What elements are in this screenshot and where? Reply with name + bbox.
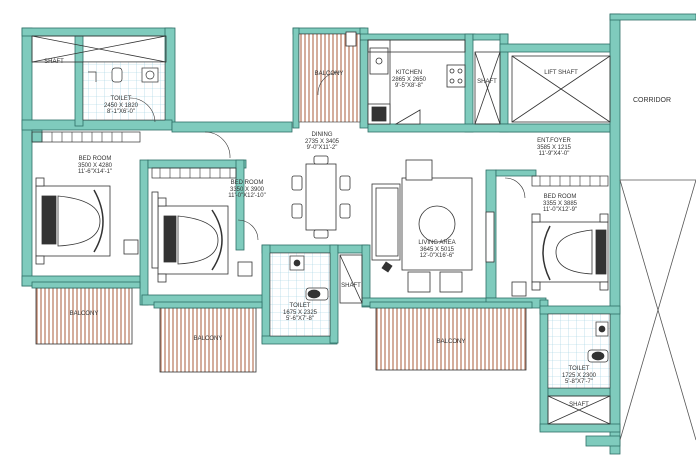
toilet1-imperial: 8'-1"X6'-0" xyxy=(107,109,135,116)
bedroom3-imperial: 11'-0"X12'-9" xyxy=(542,207,578,214)
balcony1-label: BALCONY xyxy=(69,311,99,317)
bedroom3-name: BED ROOM xyxy=(543,194,577,200)
toilet1-label: TOILET 2450 X 1820 8'-1"X6'-0" xyxy=(104,96,138,116)
bedroom3-dims: 3355 X 3885 xyxy=(542,200,578,207)
toilet2-imperial: 5'-6"X7'-8" xyxy=(286,316,314,323)
dining-dims: 2735 X 3405 xyxy=(304,138,340,145)
shaft-center xyxy=(474,51,501,125)
balcony2-label: BALCONY xyxy=(193,336,223,342)
dining-label: DINING 2735 X 3405 9'-0"X11'-2" xyxy=(305,132,339,152)
corridor-label: CORRIDOR xyxy=(632,97,672,104)
living-label: LIVING AREA 3645 X 5015 12'-0"X16'-6" xyxy=(418,240,455,260)
bed-1 xyxy=(35,177,139,265)
living-furniture xyxy=(371,159,473,293)
wardrobe-hatch xyxy=(41,132,601,186)
shaft-center-label: SHAFT xyxy=(477,79,497,85)
bed-2 xyxy=(151,191,253,283)
corridor-lines xyxy=(619,179,696,441)
bedroom2-name: BED ROOM xyxy=(230,180,264,186)
bedroom2-imperial: 11'-0"X12'-10" xyxy=(228,193,266,200)
bedroom1-imperial: 11'-6"X14'-1" xyxy=(77,169,113,176)
shaft-br-label: SHAFT xyxy=(569,402,589,408)
toilet3-fixtures xyxy=(587,321,609,363)
toilet2-name: TOILET xyxy=(289,303,311,309)
balcony-kitchen-label: BALCONY xyxy=(314,71,344,77)
kitchen-name: KITCHEN xyxy=(395,70,423,76)
toilet3-name: TOILET xyxy=(568,366,590,372)
toilet1-dims: 2450 X 1820 xyxy=(103,102,139,109)
living-imperial: 12'-0"X16'-6" xyxy=(419,253,455,260)
toilet3-dims: 1725 X 2300 xyxy=(561,372,597,379)
living-name: LIVING AREA xyxy=(418,240,456,246)
dining-imperial: 9'-0"X11'-2" xyxy=(306,145,338,152)
bedroom3-label: BED ROOM 3355 X 3885 11'-0"X12'-9" xyxy=(543,194,577,214)
shaft-tl-label: SHAFT xyxy=(44,59,64,65)
toilet1-fixtures xyxy=(88,67,159,83)
shaft-br xyxy=(547,395,611,425)
toilet2-fixtures xyxy=(289,255,329,301)
bedroom2-label: BED ROOM 3350 X 3900 11'-0"X12'-10" xyxy=(228,180,265,200)
kitchen-imperial: 9'-5"X8'-8" xyxy=(395,83,423,90)
bed-3 xyxy=(485,211,609,297)
bedroom1-label: BED ROOM 3500 X 4280 11'-6"X14'-1" xyxy=(78,156,112,176)
ent-foyer-name: ENT.FOYER xyxy=(537,138,571,144)
toilet1-name: TOILET xyxy=(110,96,132,102)
kitchen-fixtures xyxy=(345,31,466,125)
toilet3-imperial: 5'-8"X7'-7" xyxy=(565,379,593,386)
toilet3-label: TOILET 1725 X 2300 5'-8"X7'-7" xyxy=(562,366,596,386)
shaft-mid xyxy=(339,254,363,304)
toilet2-dims: 1675 X 2325 xyxy=(282,309,318,316)
kitchen-label: KITCHEN 2865 X 2650 9'-5"X8'-8" xyxy=(392,70,426,90)
ent-foyer-imperial: 11'-9"X4'-0" xyxy=(538,151,570,158)
bedroom2-dims: 3350 X 3900 xyxy=(229,186,265,193)
bedroom1-name: BED ROOM xyxy=(78,156,112,162)
bedroom1-dims: 3500 X 4280 xyxy=(77,162,113,169)
lift-shaft xyxy=(511,55,611,123)
balcony-kitchen-floor xyxy=(298,33,361,123)
toilet2-label: TOILET 1675 X 2325 5'-6"X7'-8" xyxy=(283,303,317,323)
ent-foyer-label: ENT.FOYER 3585 X 1215 11'-9"X4'-0" xyxy=(537,138,571,158)
dining-name: DINING xyxy=(311,132,333,138)
living-dims: 3645 X 5015 xyxy=(419,246,455,253)
ent-foyer-dims: 3585 X 1215 xyxy=(536,144,572,151)
balcony-walls xyxy=(31,281,533,309)
balcony3-label: BALCONY xyxy=(436,339,466,345)
balconies xyxy=(35,287,527,373)
kitchen-dims: 2865 X 2650 xyxy=(391,76,427,83)
dining-table xyxy=(291,155,351,239)
shaft-mid-label: SHAFT xyxy=(341,283,361,289)
lift-shaft-label: LIFT SHAFT xyxy=(544,70,578,76)
